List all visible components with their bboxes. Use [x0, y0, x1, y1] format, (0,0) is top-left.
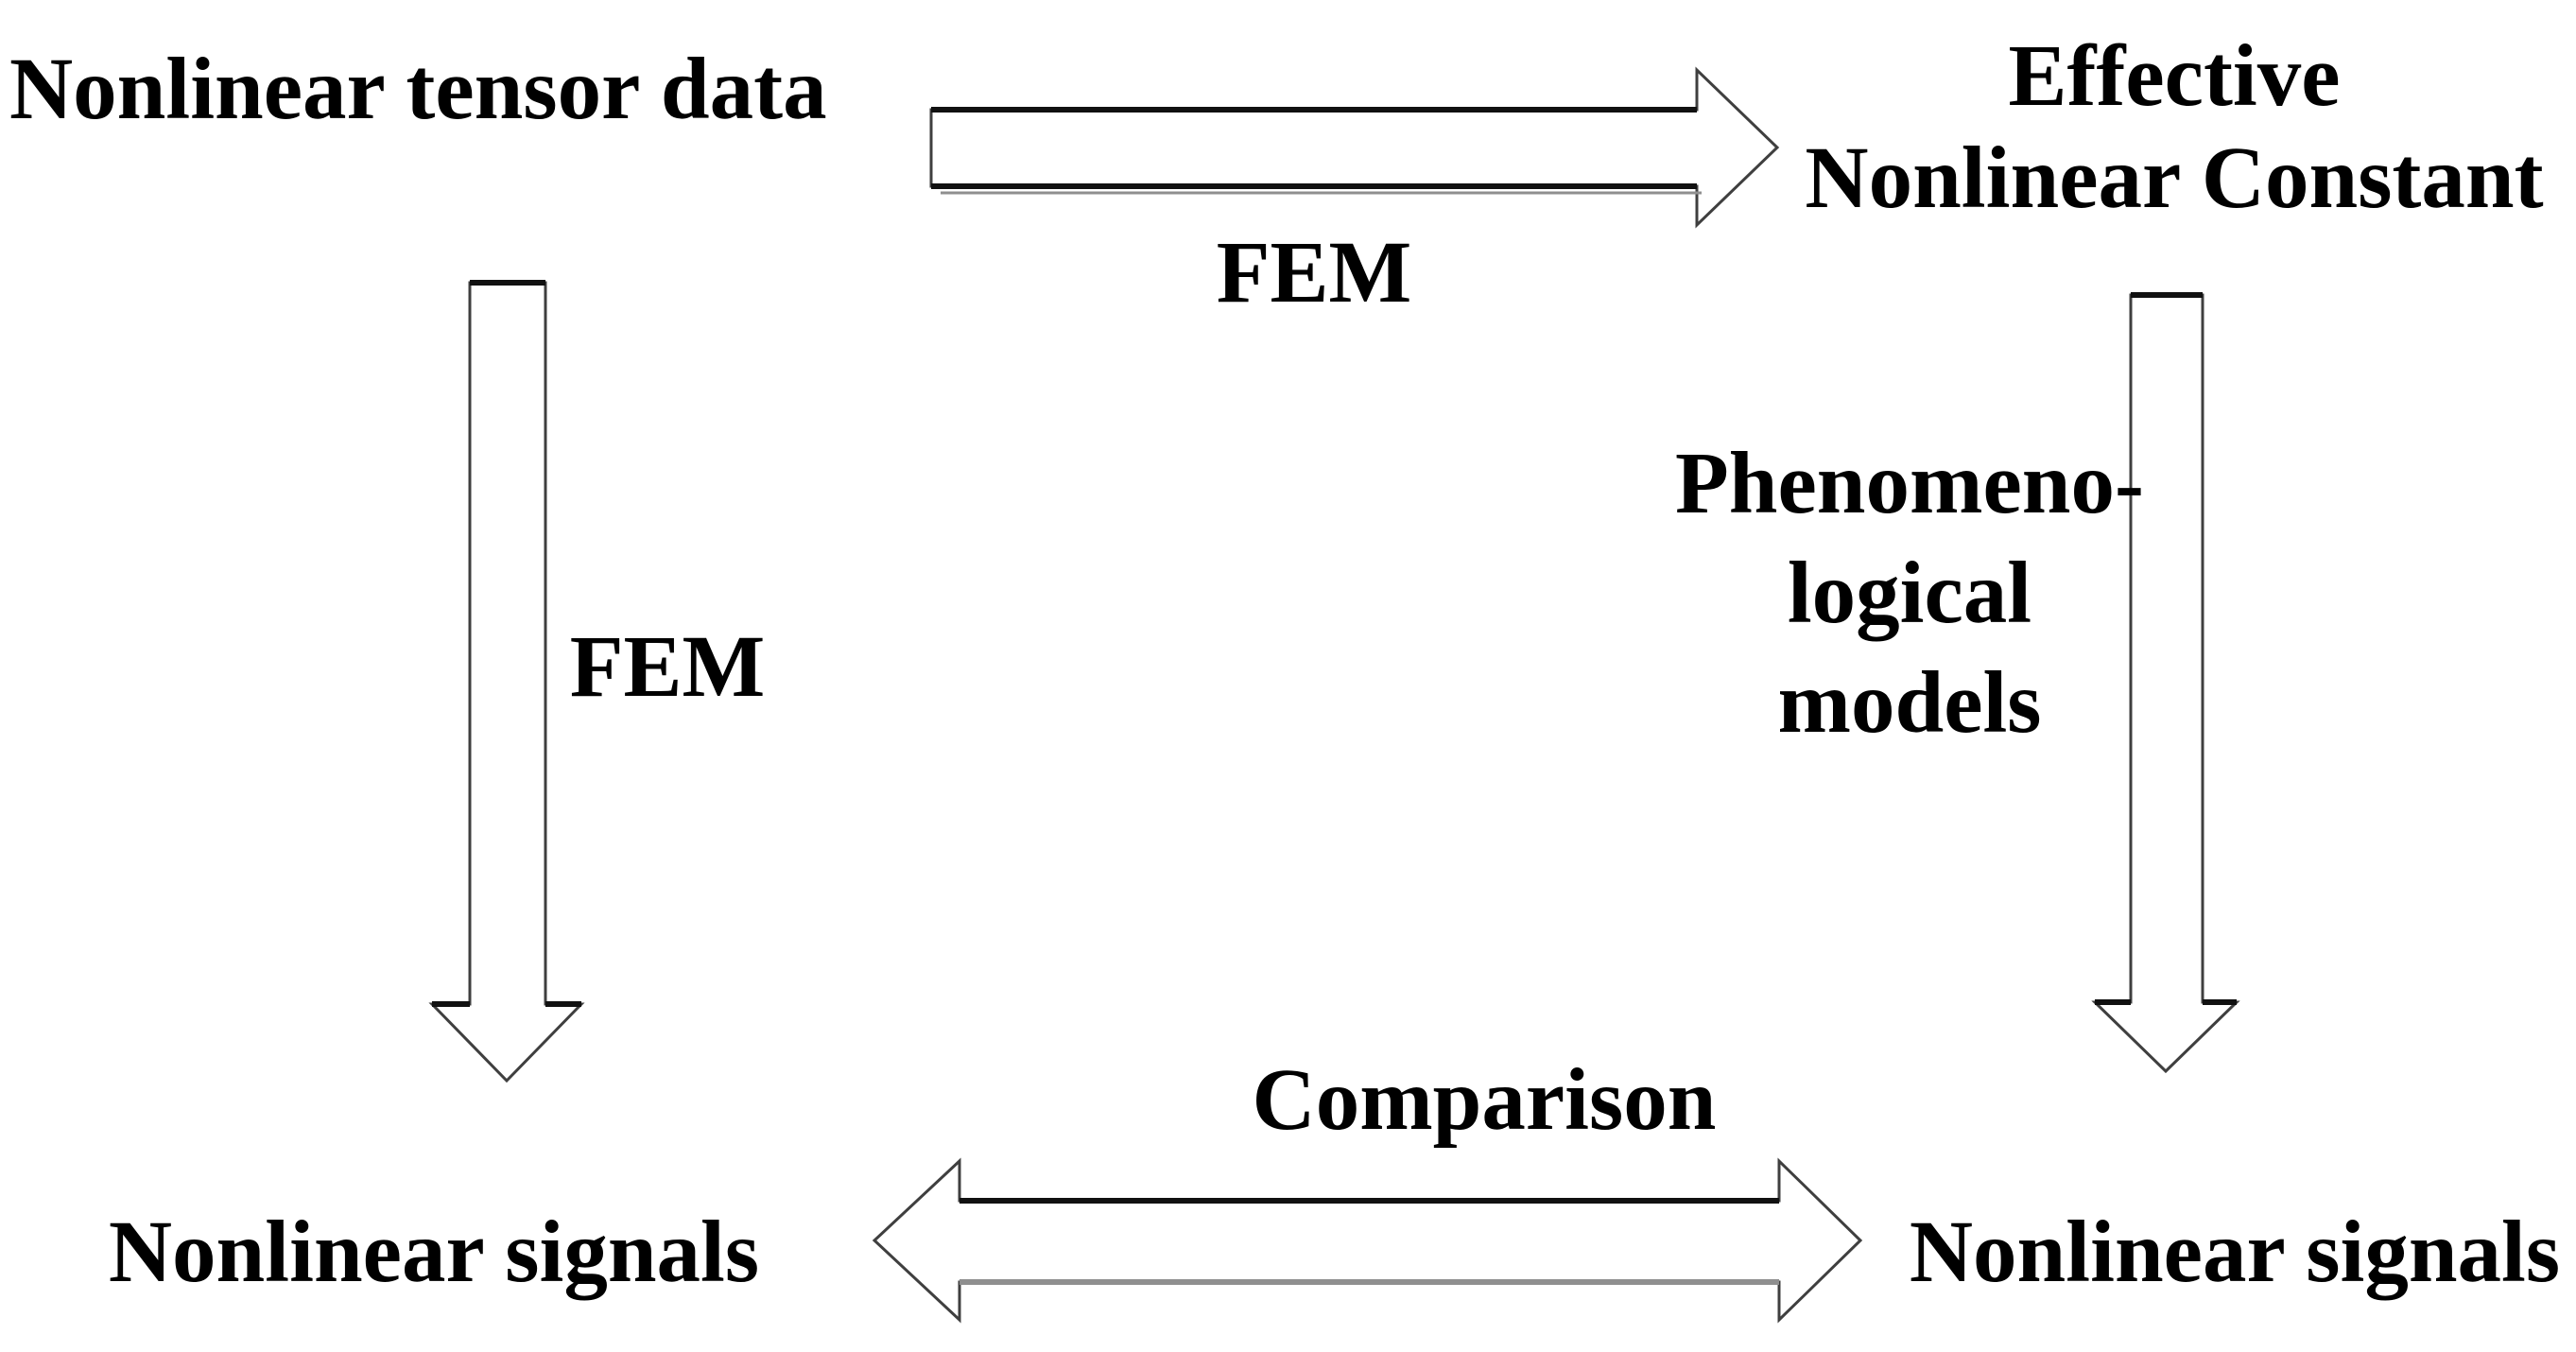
arrow-accent-dark [432, 107, 2237, 1204]
node-nonlinear-signals-left: Nonlinear signals [108, 1204, 760, 1301]
left-right-block-arrow-icon [872, 1157, 1863, 1324]
node-effective-nonlinear-constant: Effective Nonlinear Constant [1805, 27, 2544, 227]
node-nonlinear-tensor-data: Nonlinear tensor data [9, 41, 827, 138]
node-nonlinear-signals-right: Nonlinear signals [1909, 1204, 2561, 1301]
arrow-accent-gray [941, 191, 1779, 1285]
right-block-arrow-icon [929, 66, 1780, 229]
edge-label-comparison: Comparison [1252, 1051, 1717, 1149]
edge-label-fem-top: FEM [1216, 224, 1412, 321]
edge-label-phenomenological-models: Phenomeno- logical models [1675, 435, 2144, 752]
edge-label-fem-left: FEM [569, 618, 766, 716]
